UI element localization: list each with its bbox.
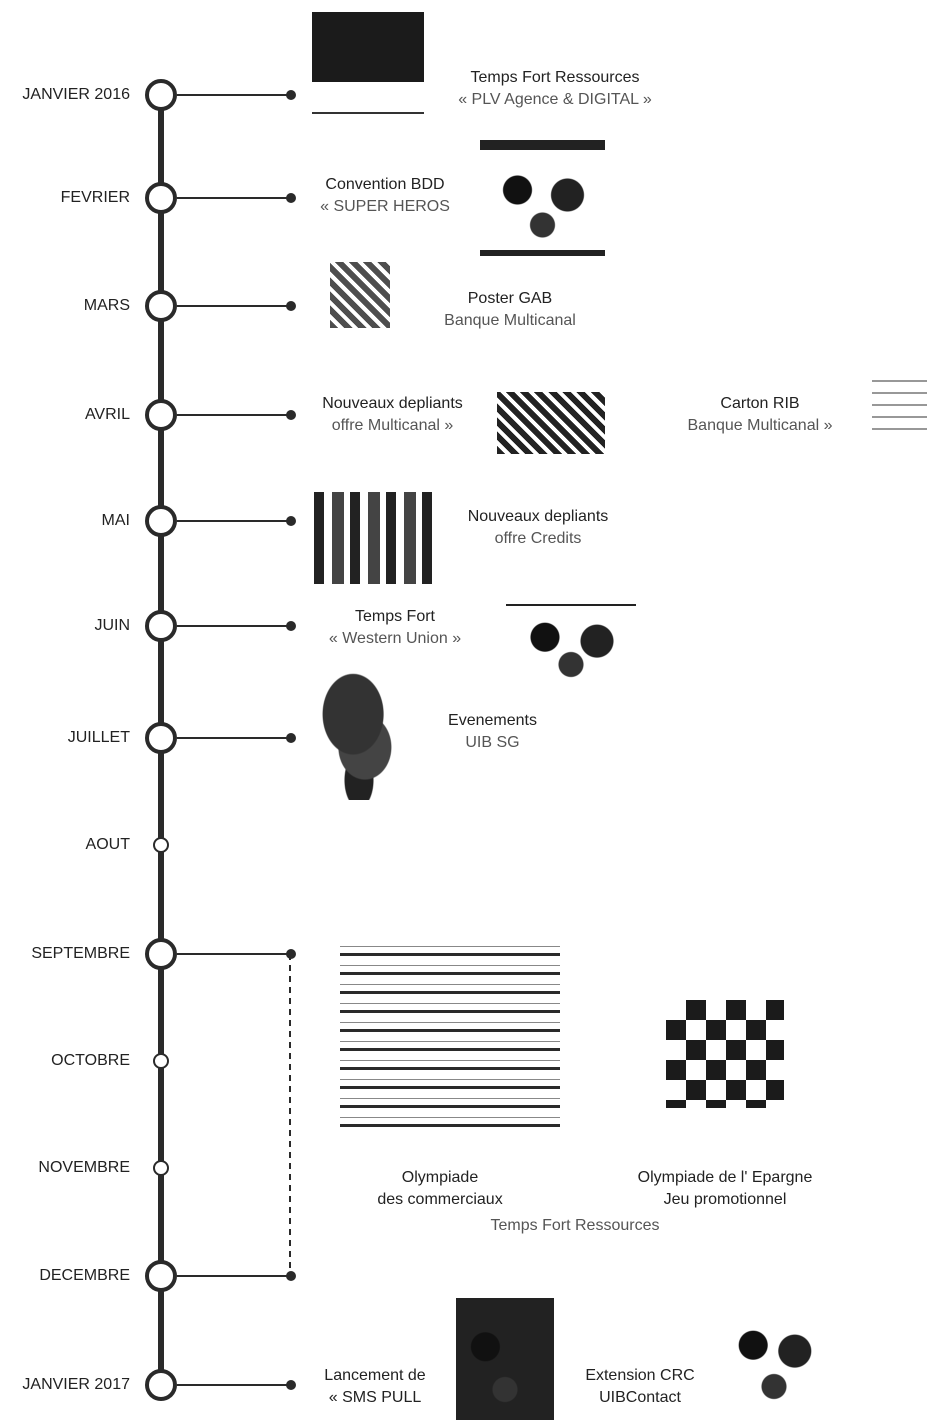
month-label-juillet: JUILLET xyxy=(67,729,130,746)
thumb-sms-pull xyxy=(456,1298,554,1420)
month-label-decembre: DECEMBRE xyxy=(39,1267,130,1284)
event-fevrier: Convention BDD « SUPER HEROS xyxy=(300,174,470,218)
event-avril-1: Nouveaux depliants offre Multicanal » xyxy=(295,393,490,437)
event-jan2017-2-title: Extension CRC xyxy=(585,1367,695,1384)
node-juin xyxy=(145,610,177,642)
event-mai-title: Nouveaux depliants xyxy=(467,508,609,525)
node-mai xyxy=(145,505,177,537)
month-label-janvier-2016: JANVIER 2016 xyxy=(22,86,130,103)
event-jan2016: Temps Fort Ressources « PLV Agence & DIG… xyxy=(430,67,680,111)
thumb-olympiade-epargne xyxy=(666,1000,784,1108)
month-label-aout: AOUT xyxy=(85,836,130,853)
event-olympiade-footer: Temps Fort Ressources xyxy=(490,1217,660,1234)
event-jan2017-2-subtitle: UIBContact xyxy=(599,1389,681,1406)
connector-dots xyxy=(286,90,296,1390)
thumb-evenements-map xyxy=(300,668,418,800)
event-mars-title: Poster GAB xyxy=(467,290,553,307)
month-label-mai: MAI xyxy=(101,512,130,529)
thumb-carton-rib xyxy=(872,380,927,440)
event-jan2016-title: Temps Fort Ressources xyxy=(470,69,640,86)
thumb-western-union xyxy=(506,604,636,684)
event-juillet-subtitle: UIB SG xyxy=(465,734,520,751)
event-olympiade-2-subtitle: Jeu promotionnel xyxy=(663,1191,787,1208)
event-olympiade-1: Olympiade des commerciaux xyxy=(350,1167,530,1211)
event-fevrier-subtitle: « SUPER HEROS xyxy=(320,198,450,215)
thumb-plv-agence xyxy=(312,12,424,82)
month-label-novembre: NOVEMBRE xyxy=(38,1159,130,1176)
event-juillet: Evenements UIB SG xyxy=(430,710,555,754)
event-avril-1-subtitle: offre Multicanal » xyxy=(331,417,454,434)
month-label-janvier-2017: JANVIER 2017 xyxy=(22,1376,130,1393)
event-mars-subtitle: Banque Multicanal xyxy=(444,312,576,329)
event-mai-subtitle: offre Credits xyxy=(494,530,582,547)
event-olympiade-1-title: Olympiade xyxy=(401,1169,479,1186)
thumb-poster-gab xyxy=(330,262,390,328)
node-fevrier xyxy=(145,182,177,214)
node-janvier-2016 xyxy=(145,79,177,111)
event-mars: Poster GAB Banque Multicanal xyxy=(430,288,590,332)
node-novembre xyxy=(153,1160,169,1176)
event-jan2017-1-title: Lancement de xyxy=(324,1367,426,1384)
month-label-juin: JUIN xyxy=(94,617,130,634)
node-avril xyxy=(145,399,177,431)
event-juin-subtitle: « Western Union » xyxy=(328,630,462,647)
event-juillet-title: Evenements xyxy=(448,712,537,729)
thumb-super-heros xyxy=(480,140,605,256)
thumb-uib-contact xyxy=(722,1298,826,1416)
event-avril-2-subtitle: Banque Multicanal » xyxy=(687,417,833,434)
event-juin-title: Temps Fort xyxy=(354,608,435,625)
event-jan2017-1-subtitle: « SMS PULL xyxy=(328,1389,422,1406)
event-fevrier-title: Convention BDD xyxy=(325,176,445,193)
event-olympiade-2: Olympiade de l' Epargne Jeu promotionnel xyxy=(600,1167,850,1211)
event-avril-1-title: Nouveaux depliants xyxy=(322,395,463,412)
month-label-fevrier: FEVRIER xyxy=(60,189,130,206)
thumb-olympiade-commerciaux xyxy=(340,940,560,1136)
node-octobre xyxy=(153,1053,169,1069)
event-mai: Nouveaux depliants offre Credits xyxy=(448,506,628,550)
event-jan2016-subtitle: « PLV Agence & DIGITAL » xyxy=(458,91,652,108)
event-jan2017-2: Extension CRC UIBContact xyxy=(565,1365,715,1409)
node-aout xyxy=(153,837,169,853)
month-label-octobre: OCTOBRE xyxy=(51,1052,130,1069)
event-jan2017-1: Lancement de « SMS PULL xyxy=(300,1365,450,1409)
month-nodes xyxy=(145,79,177,1401)
month-label-septembre: SEPTEMBRE xyxy=(31,945,130,962)
thumb-depliants-credits xyxy=(314,492,440,584)
event-juin: Temps Fort « Western Union » xyxy=(320,606,470,650)
event-olympiade-2-title: Olympiade de l' Epargne xyxy=(637,1169,813,1186)
node-janvier-2017 xyxy=(145,1369,177,1401)
event-avril-2: Carton RIB Banque Multicanal » xyxy=(660,393,860,437)
node-septembre xyxy=(145,938,177,970)
event-olympiade-1-subtitle: des commerciaux xyxy=(377,1191,503,1208)
month-label-avril: AVRIL xyxy=(84,406,130,423)
node-mars xyxy=(145,290,177,322)
month-label-mars: MARS xyxy=(83,297,130,314)
node-juillet xyxy=(145,722,177,754)
thumb-plv-agence-strip xyxy=(312,112,424,124)
thumb-depliants-multicanal xyxy=(497,392,605,454)
connectors xyxy=(177,94,291,1386)
event-avril-2-title: Carton RIB xyxy=(720,395,800,412)
node-decembre xyxy=(145,1260,177,1292)
